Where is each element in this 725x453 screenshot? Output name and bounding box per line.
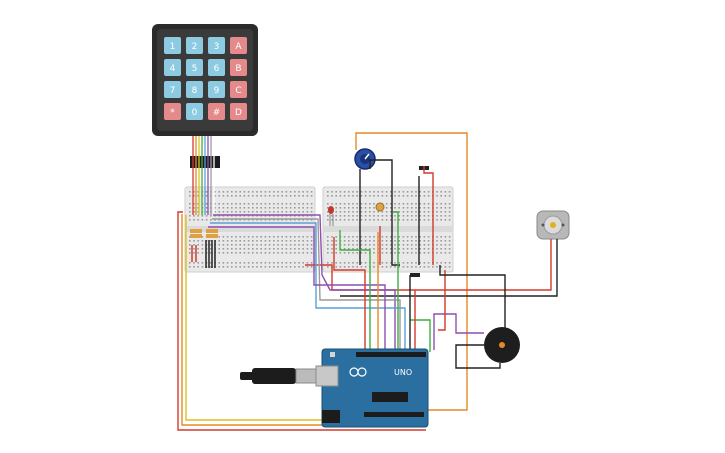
usb-cable — [240, 368, 319, 384]
keypad-key-label: 1 — [170, 42, 176, 52]
keypad-key[interactable] — [164, 59, 181, 76]
keypad-key[interactable] — [164, 81, 181, 98]
keypad-key-label: 5 — [192, 64, 198, 74]
keypad-key[interactable] — [164, 37, 181, 54]
keypad-key-label: 0 — [192, 108, 198, 118]
keypad-key-label: 6 — [214, 64, 220, 74]
keypad-key-label: * — [170, 108, 175, 118]
keypad-key[interactable] — [208, 59, 225, 76]
keypad-key-label: C — [235, 86, 241, 96]
keypad-key-label: 8 — [192, 86, 198, 96]
keypad-key[interactable] — [186, 103, 203, 120]
keypad-key[interactable] — [230, 37, 247, 54]
arduino-brand-label: UNO — [394, 368, 412, 377]
resistor-bank[interactable] — [190, 229, 218, 268]
red-led-icon[interactable] — [328, 206, 334, 226]
arduino-uno-board[interactable]: UNO — [315, 348, 429, 428]
breadboard-right[interactable] — [322, 186, 454, 273]
keypad-key-label: 7 — [170, 86, 176, 96]
keypad-key[interactable] — [164, 103, 181, 120]
keypad-key[interactable] — [186, 81, 203, 98]
wires — [177, 132, 558, 431]
breadboard-left[interactable] — [184, 186, 316, 273]
keypad-key[interactable] — [230, 103, 247, 120]
keypad-key-label: 3 — [214, 42, 220, 52]
dc-motor-icon[interactable] — [536, 210, 570, 240]
keypad-ribbon-cable — [190, 136, 220, 215]
keypad-key-label: D — [235, 108, 242, 118]
keypad-key[interactable] — [230, 59, 247, 76]
keypad-key[interactable] — [208, 103, 225, 120]
piezo-buzzer-icon[interactable] — [484, 327, 520, 363]
keypad-key-label: # — [213, 108, 221, 118]
keypad-key[interactable] — [208, 37, 225, 54]
potentiometer-icon[interactable] — [354, 148, 376, 170]
keypad[interactable]: 1 2 3 A 4 5 6 B 7 8 9 C * 0 # D — [152, 24, 258, 136]
keypad-key[interactable] — [230, 81, 247, 98]
keypad-key[interactable] — [208, 81, 225, 98]
keypad-key[interactable] — [186, 59, 203, 76]
keypad-key-label: 2 — [192, 42, 198, 52]
keypad-key-label: 4 — [170, 64, 176, 74]
keypad-key-label: 9 — [214, 86, 220, 96]
keypad-key[interactable] — [186, 37, 203, 54]
photoresistor[interactable] — [375, 202, 385, 212]
keypad-key-label: A — [235, 42, 242, 52]
keypad-key-label: B — [235, 64, 241, 74]
